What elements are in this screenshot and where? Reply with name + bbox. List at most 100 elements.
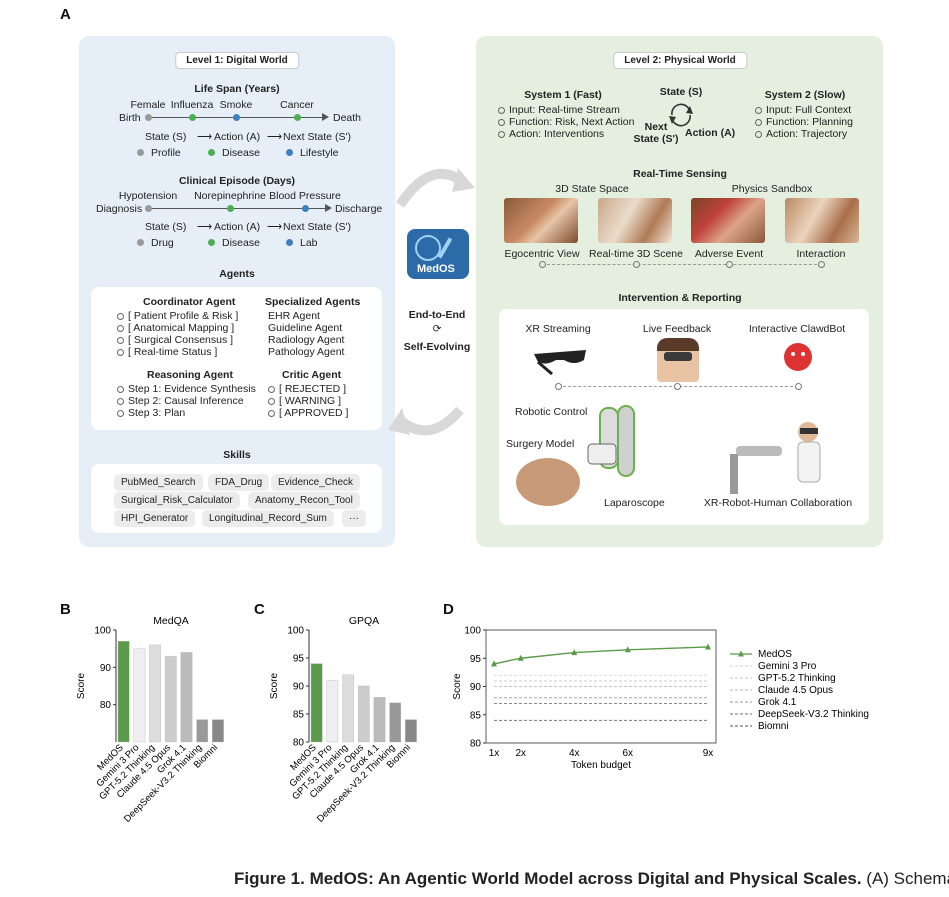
legend-label: DeepSeek-V3.2 Thinking <box>758 709 869 720</box>
panel-label-b: B <box>60 601 71 618</box>
bar <box>405 719 417 743</box>
specialized-item: EHR Agent <box>268 310 320 322</box>
timeline-node <box>795 383 802 390</box>
lifespan-dot-disease <box>189 114 196 121</box>
timeline-node <box>539 261 546 268</box>
robotic-control-label: Robotic Control <box>515 406 588 418</box>
data-point <box>705 643 711 650</box>
laparoscope-label: Laparoscope <box>604 497 665 509</box>
y-tick-label: 80 <box>293 738 305 749</box>
episode-title: Clinical Episode (Days) <box>178 175 296 187</box>
lifespan-start: Birth <box>119 112 141 124</box>
skill-tag: FDA_Drug <box>208 474 270 491</box>
coordinator-item: [ Real-time Status ] <box>117 346 217 358</box>
lifespan-dot-profile <box>145 114 152 121</box>
cycle-state: State (S) <box>659 86 703 98</box>
bar <box>196 719 209 743</box>
chart-title: GPQA <box>349 615 379 627</box>
episode-timeline <box>148 208 328 209</box>
x-tick-label: 9x <box>703 748 714 759</box>
episode-flow-next: Next State (S') <box>283 221 351 233</box>
level2-title: Level 2: Physical World <box>613 52 747 69</box>
coordinator-item: [ Surgical Consensus ] <box>117 334 233 346</box>
legend-dot-profile <box>137 149 144 156</box>
cycle-next: Next <box>644 121 668 133</box>
lifespan-dot-cancer <box>294 114 301 121</box>
panel-label-a: A <box>60 6 71 23</box>
skills-title: Skills <box>223 449 251 461</box>
y-tick-label: 90 <box>100 663 112 674</box>
reasoning-item: Step 3: Plan <box>117 407 185 419</box>
agents-box <box>91 287 382 430</box>
clawdbot-icon <box>784 343 812 371</box>
cycle-arrows-icon <box>669 103 693 127</box>
intervention-top-label: Live Feedback <box>642 323 712 335</box>
data-point <box>491 660 497 667</box>
bar <box>149 644 161 743</box>
lifespan-arrow-icon <box>322 113 329 121</box>
medos-logo: MedOS <box>407 229 469 279</box>
system2-title: System 2 (Slow) <box>764 89 846 101</box>
cycle-action: Action (A) <box>685 127 736 139</box>
bar <box>310 663 323 743</box>
system1-item: Function: Risk, Next Action <box>498 116 634 128</box>
sensing-left-label: 3D State Space <box>555 183 629 195</box>
legend-label: Claude 4.5 Opus <box>758 685 833 696</box>
flow-arrow-icon: ⟶ <box>197 221 213 233</box>
system2-item: Action: Trajectory <box>755 128 847 140</box>
bar <box>342 674 354 743</box>
intervention-title: Intervention & Reporting <box>618 292 742 304</box>
timeline-node <box>555 383 562 390</box>
sensing-right-label: Physics Sandbox <box>731 183 813 195</box>
surgery-model-label: Surgery Model <box>506 438 575 450</box>
y-axis-label: Score <box>452 673 463 700</box>
egocentric-view-image <box>504 198 578 243</box>
bar <box>164 655 177 743</box>
y-tick-label: 100 <box>464 626 481 637</box>
intervention-top-label: Interactive ClawdBot <box>748 323 846 335</box>
interaction-image <box>785 198 859 243</box>
panel-label-c: C <box>254 601 265 618</box>
episode-legend-disease: Disease <box>222 237 260 249</box>
system1-item: Action: Interventions <box>498 128 604 140</box>
episode-legend-drug: Drug <box>151 237 174 249</box>
episode-dot-lab <box>302 205 309 212</box>
lifespan-flow-next: Next State (S') <box>283 131 351 143</box>
x-tick-label: 4x <box>569 748 580 759</box>
sensing-caption: Real-time 3D Scene <box>589 248 683 260</box>
episode-start: Diagnosis <box>96 203 143 215</box>
cycle-next-state: State (S') <box>633 133 679 145</box>
critic-item: [ APPROVED ] <box>268 407 348 419</box>
legend-label: GPT-5.2 Thinking <box>758 673 836 684</box>
collaboration-illustration <box>730 422 821 494</box>
y-tick-label: 85 <box>293 710 305 721</box>
lifespan-event-smoke: Smoke <box>219 99 253 111</box>
skill-tag: Anatomy_Recon_Tool <box>248 492 360 509</box>
cycle-icon: ⟳ <box>432 323 442 335</box>
headset-icon <box>664 352 692 361</box>
x-tick-label: 6x <box>622 748 633 759</box>
legend-dot-disease <box>208 149 215 156</box>
skill-tag: Longitudinal_Record_Sum <box>202 510 334 527</box>
lifespan-legend-disease: Disease <box>222 147 260 159</box>
y-tick-label: 100 <box>287 626 304 637</box>
level1-title: Level 1: Digital World <box>175 52 299 69</box>
y-axis-label: Score <box>76 673 87 700</box>
flow-arrow-icon: ⟶ <box>197 131 213 143</box>
episode-flow-action: Action (A) <box>214 221 261 233</box>
agents-title: Agents <box>219 268 255 280</box>
collab-label: XR-Robot-Human Collaboration <box>703 497 853 509</box>
center-end-to-end: End-to-End <box>408 309 466 321</box>
timeline-node <box>674 383 681 390</box>
system1-title: System 1 (Fast) <box>524 89 602 101</box>
sensing-title: Real-Time Sensing <box>633 168 727 180</box>
sensing-caption: Egocentric View <box>504 248 580 260</box>
panel-label-d: D <box>443 601 454 618</box>
episode-event-norepinephrine: Norepinephrine <box>194 190 266 202</box>
legend-dot-drug <box>137 239 144 246</box>
lifespan-dot-lifestyle <box>233 114 240 121</box>
3d-scene-image <box>598 198 672 243</box>
skill-tag: ··· <box>342 510 366 527</box>
